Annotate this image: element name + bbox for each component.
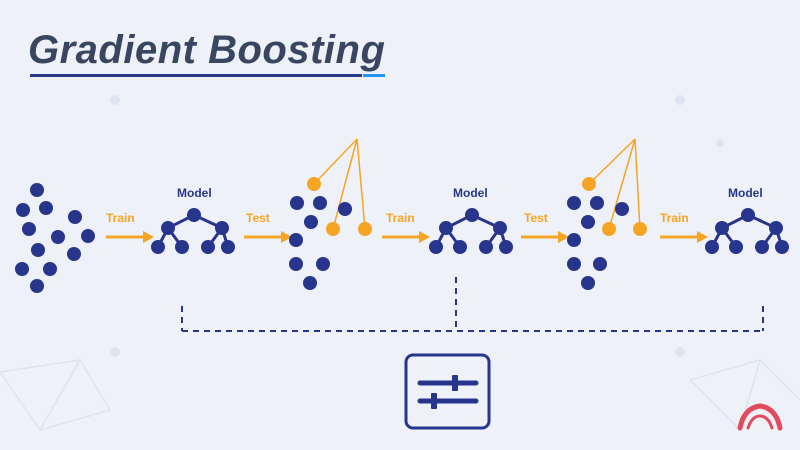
background-decoration bbox=[0, 358, 800, 432]
arrow-right-icon bbox=[382, 231, 430, 243]
test-points bbox=[567, 138, 647, 290]
step-label-test: Test bbox=[246, 211, 270, 225]
model-tree bbox=[429, 208, 513, 254]
title-underline bbox=[30, 74, 362, 77]
step-label-train: Train bbox=[660, 211, 689, 225]
misclassified-points bbox=[582, 177, 647, 236]
model-tree bbox=[151, 208, 235, 254]
title-underline-accent bbox=[363, 74, 385, 77]
arrow-right-icon bbox=[521, 231, 569, 243]
model-label: Model bbox=[728, 186, 763, 200]
background-dots bbox=[110, 95, 724, 357]
brand-logo-icon bbox=[737, 403, 783, 431]
test-points bbox=[289, 138, 372, 290]
model-label: Model bbox=[453, 186, 488, 200]
arrow-right-icon bbox=[244, 231, 292, 243]
dataset-points bbox=[15, 183, 95, 293]
sliders-icon bbox=[404, 353, 491, 430]
arrows bbox=[106, 231, 708, 243]
step-label-train: Train bbox=[386, 211, 415, 225]
model-tree bbox=[705, 208, 789, 254]
page-title: Gradient Boosting bbox=[28, 28, 386, 72]
ensemble-bracket bbox=[181, 277, 764, 332]
arrow-right-icon bbox=[660, 231, 708, 243]
model-label: Model bbox=[177, 186, 212, 200]
step-label-test: Test bbox=[524, 211, 548, 225]
arrow-right-icon bbox=[106, 231, 154, 243]
misclassified-points bbox=[307, 177, 372, 236]
step-label-train: Train bbox=[106, 211, 135, 225]
